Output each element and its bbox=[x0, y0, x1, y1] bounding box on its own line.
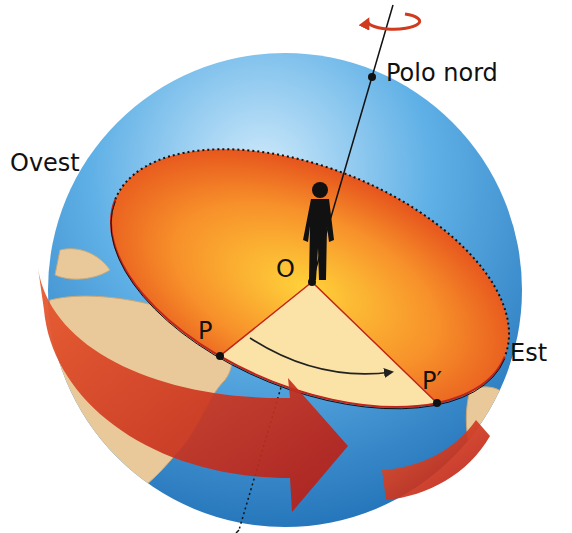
rotation-arrow bbox=[38, 268, 348, 512]
direction-label: Est bbox=[510, 340, 547, 366]
point-label: O bbox=[276, 256, 295, 282]
observer-head bbox=[312, 182, 328, 198]
point-dot bbox=[216, 352, 224, 360]
point-label: P′ bbox=[422, 368, 442, 394]
pole-label: Polo nord bbox=[386, 60, 498, 86]
plane-front-edge bbox=[111, 199, 505, 407]
rotation-arc bbox=[250, 338, 392, 374]
pole-dot bbox=[368, 73, 376, 81]
continent bbox=[55, 249, 110, 279]
observer-silhouette bbox=[303, 182, 334, 280]
spin-arrow bbox=[368, 14, 420, 29]
observer-body bbox=[303, 199, 334, 280]
angle-sector bbox=[220, 282, 437, 407]
point-dot bbox=[433, 399, 441, 407]
point-dot bbox=[308, 278, 316, 286]
earth-axis bbox=[236, 530, 239, 533]
rotation-arrow bbox=[382, 420, 490, 500]
direction-label: Ovest bbox=[10, 150, 80, 176]
point-label: P bbox=[198, 318, 212, 344]
